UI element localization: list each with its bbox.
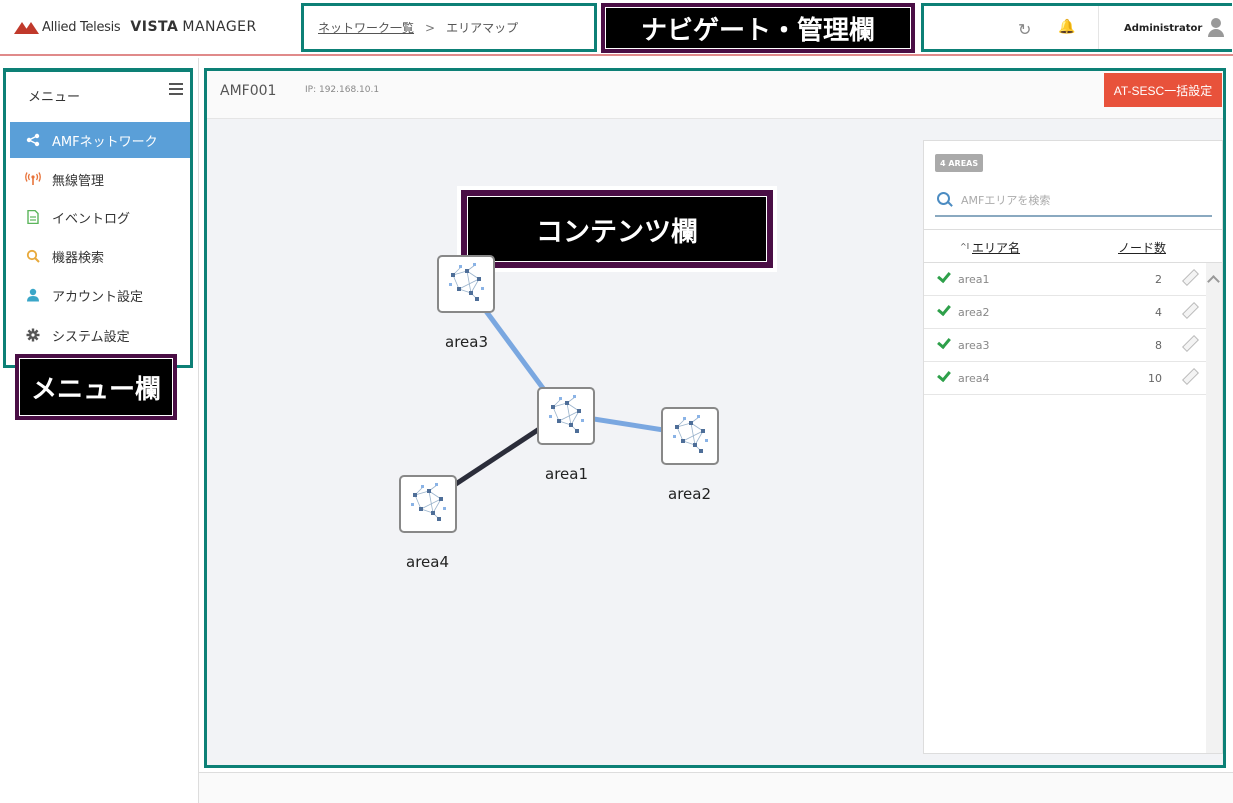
- table-row[interactable]: area1 2: [924, 263, 1206, 296]
- sidebar-item-label: アカウント設定: [52, 289, 144, 305]
- panel-divider: [924, 229, 1222, 230]
- gear-icon: [22, 328, 44, 342]
- annotation-content: コンテンツ欄: [461, 190, 773, 268]
- row-node-count: 8: [1155, 339, 1162, 352]
- network-topology-icon: [411, 483, 446, 521]
- row-area-name: area3: [958, 339, 990, 352]
- sidebar-item-label: AMFネットワーク: [52, 134, 158, 150]
- annotation-menu-label: メニュー欄: [19, 358, 173, 416]
- footer-bar: [199, 772, 1233, 803]
- area-search: [935, 185, 1212, 217]
- brand-name: Allied Telesis: [42, 19, 121, 35]
- device-name: AMF001: [220, 83, 277, 99]
- user-name[interactable]: Administrator: [1124, 23, 1203, 34]
- check-icon: [936, 303, 949, 316]
- table-row[interactable]: area4 10: [924, 362, 1206, 395]
- sidebar: [0, 58, 199, 803]
- column-header-area-name[interactable]: エリア名: [972, 241, 1021, 255]
- menu-title: メニュー: [28, 90, 81, 105]
- header-tools: ↻ 🔔 Administrator: [921, 3, 1232, 52]
- area-node-area2[interactable]: [661, 407, 719, 465]
- row-area-name: area4: [958, 372, 990, 385]
- chevron-up-icon[interactable]: [1207, 275, 1220, 288]
- breadcrumb-separator: >: [425, 20, 436, 35]
- network-topology-icon: [673, 415, 708, 453]
- column-header-node-count[interactable]: ノード数: [1118, 241, 1167, 255]
- header-divider: [1098, 6, 1099, 49]
- edit-pencil-icon[interactable]: [1180, 302, 1198, 320]
- network-topology-icon: [549, 395, 584, 433]
- sidebar-item-label: イベントログ: [52, 211, 131, 227]
- area-label-area3: area3: [445, 333, 488, 351]
- user-icon: [22, 288, 44, 302]
- breadcrumb-network-list[interactable]: ネットワーク一覧: [318, 21, 415, 35]
- device-ip: IP: 192.168.10.1: [305, 85, 380, 95]
- area-label-area1: area1: [545, 465, 588, 483]
- bell-icon[interactable]: 🔔: [1058, 19, 1076, 35]
- row-node-count: 10: [1148, 372, 1162, 385]
- sidebar-item-amf-network[interactable]: AMFネットワーク: [10, 122, 190, 158]
- area-label-area2: area2: [668, 485, 711, 503]
- sidebar-item-wireless[interactable]: 無線管理: [10, 161, 190, 197]
- edit-pencil-icon[interactable]: [1180, 368, 1198, 386]
- sort-icon[interactable]: ^I: [960, 242, 970, 251]
- logo[interactable]: Allied Telesis VISTA MANAGER: [14, 16, 257, 38]
- row-node-count: 4: [1155, 306, 1162, 319]
- sidebar-item-system-settings[interactable]: システム設定: [10, 317, 190, 353]
- product-manager: MANAGER: [182, 19, 257, 35]
- area-node-area3[interactable]: [437, 255, 495, 313]
- check-icon: [936, 336, 949, 349]
- area-label-area4: area4: [406, 553, 449, 571]
- annotation-content-label: コンテンツ欄: [467, 196, 767, 262]
- area-node-area4[interactable]: [399, 475, 457, 533]
- sidebar-item-device-search[interactable]: 機器検索: [10, 238, 190, 274]
- network-topology-icon: [449, 263, 484, 301]
- search-icon: [937, 192, 953, 208]
- breadcrumb-current: エリアマップ: [446, 21, 519, 35]
- edit-pencil-icon[interactable]: [1180, 335, 1198, 353]
- area-node-area1[interactable]: [537, 387, 595, 445]
- check-icon: [936, 270, 949, 283]
- edit-pencil-icon[interactable]: [1180, 269, 1198, 287]
- sidebar-item-label: システム設定: [52, 329, 130, 345]
- table-row[interactable]: area2 4: [924, 296, 1206, 329]
- top-header: Allied Telesis VISTA MANAGER ネットワーク一覧 > …: [0, 0, 1233, 56]
- area-count-badge: 4 AREAS: [935, 154, 984, 172]
- search-icon: [22, 249, 44, 263]
- area-map-canvas[interactable]: コンテンツ欄 area3: [207, 119, 923, 767]
- sidebar-menu: メニュー AMFネットワーク 無線管理 イベントログ 機器検索: [3, 68, 193, 368]
- area-list-panel: 4 AREAS ^I エリア名 ノード数 area1 2 area2 4: [923, 140, 1223, 754]
- device-bar: AMF001 IP: 192.168.10.1 AT-SESC一括設定: [207, 71, 1223, 119]
- share-icon: [22, 133, 44, 147]
- user-avatar-icon[interactable]: [1207, 18, 1225, 38]
- row-area-name: area1: [958, 273, 990, 286]
- refresh-icon[interactable]: ↻: [1018, 20, 1032, 39]
- product-vista: VISTA: [130, 19, 179, 35]
- at-sesc-bulk-settings-button[interactable]: AT-SESC一括設定: [1104, 73, 1222, 107]
- main-content: AMF001 IP: 192.168.10.1 AT-SESC一括設定 コンテン…: [204, 68, 1226, 768]
- sidebar-item-label: 無線管理: [52, 173, 105, 189]
- breadcrumb: ネットワーク一覧 > エリアマップ: [301, 3, 597, 52]
- row-area-name: area2: [958, 306, 990, 319]
- annotation-menu: メニュー欄: [15, 354, 177, 420]
- annotation-nav-label: ナビゲート・管理欄: [605, 7, 911, 49]
- menu-header: メニュー: [10, 72, 188, 116]
- table-row[interactable]: area3 8: [924, 329, 1206, 362]
- allied-telesis-logo-icon: [14, 20, 39, 34]
- row-node-count: 2: [1155, 273, 1162, 286]
- annotation-nav: ナビゲート・管理欄: [601, 3, 915, 53]
- panel-scrollbar[interactable]: [1206, 263, 1222, 753]
- wireless-icon: [22, 172, 44, 186]
- header-divider: [924, 262, 1222, 263]
- document-icon: [22, 210, 44, 224]
- hamburger-menu-icon[interactable]: [169, 83, 183, 95]
- area-search-input[interactable]: [961, 193, 1201, 207]
- sidebar-item-label: 機器検索: [52, 250, 105, 266]
- sidebar-item-event-log[interactable]: イベントログ: [10, 199, 190, 235]
- sidebar-item-account-settings[interactable]: アカウント設定: [10, 277, 190, 313]
- check-icon: [936, 369, 949, 382]
